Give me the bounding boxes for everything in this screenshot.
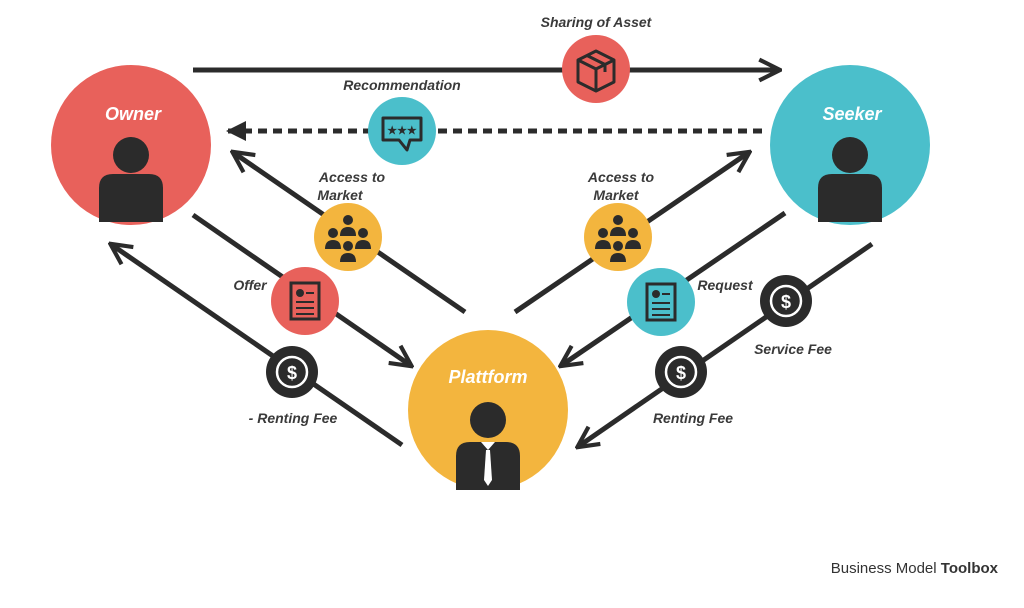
access-market-right-line1: Access to: [587, 169, 655, 185]
box-icon: [576, 49, 616, 93]
brand-logo: Business Model Toolbox: [831, 560, 998, 577]
svg-text:$: $: [287, 363, 297, 383]
request-badge: [627, 268, 695, 336]
request-label: Request: [697, 277, 754, 293]
offer-label: Offer: [233, 277, 268, 293]
sharing-label: Sharing of Asset: [541, 14, 653, 30]
platform-node: Plattform: [408, 330, 568, 490]
dollar-icon: $: [275, 355, 309, 389]
access-market-left-badge: [314, 203, 382, 271]
access-market-left-line2: Market: [317, 187, 363, 203]
document-icon: [289, 281, 321, 321]
owner-label: Owner: [105, 104, 162, 124]
seeker-node: Seeker: [770, 65, 930, 225]
recommendation-label: Recommendation: [343, 77, 460, 93]
sharing-badge: [562, 35, 630, 103]
dollar-icon: $: [769, 284, 803, 318]
renting-fee-right-label: Renting Fee: [653, 410, 733, 426]
document-icon: [645, 282, 677, 322]
brand-regular: Business Model: [830, 560, 941, 577]
renting-fee-left-label: - Renting Fee: [249, 410, 338, 426]
svg-text:★★★: ★★★: [387, 125, 417, 137]
service-fee-label: Service Fee: [754, 341, 832, 357]
chat-stars-icon: ★★★: [381, 116, 423, 152]
recommendation-badge: ★★★: [368, 97, 436, 165]
access-market-right-badge: [584, 203, 652, 271]
brand-bold: Toolbox: [940, 560, 998, 577]
person-icon: [99, 137, 163, 222]
access-market-left-line1: Access to: [318, 169, 386, 185]
person-icon: [818, 137, 882, 222]
group-icon: [325, 215, 371, 262]
platform-label: Plattform: [448, 367, 527, 387]
service-fee-badge: $: [760, 275, 812, 327]
businessman-icon: [456, 402, 520, 490]
renting-fee-left-badge: $: [266, 346, 318, 398]
renting-fee-right-arrow: [579, 241, 874, 446]
renting-fee-left-arrow: [112, 245, 404, 448]
svg-text:$: $: [676, 363, 686, 383]
group-icon: [595, 215, 641, 262]
dollar-icon: $: [664, 355, 698, 389]
offer-badge: [271, 267, 339, 335]
svg-text:$: $: [781, 292, 791, 312]
seeker-label: Seeker: [822, 104, 882, 124]
owner-node: Owner: [51, 65, 211, 225]
access-market-right-line2: Market: [593, 187, 639, 203]
renting-fee-right-badge: $: [655, 346, 707, 398]
